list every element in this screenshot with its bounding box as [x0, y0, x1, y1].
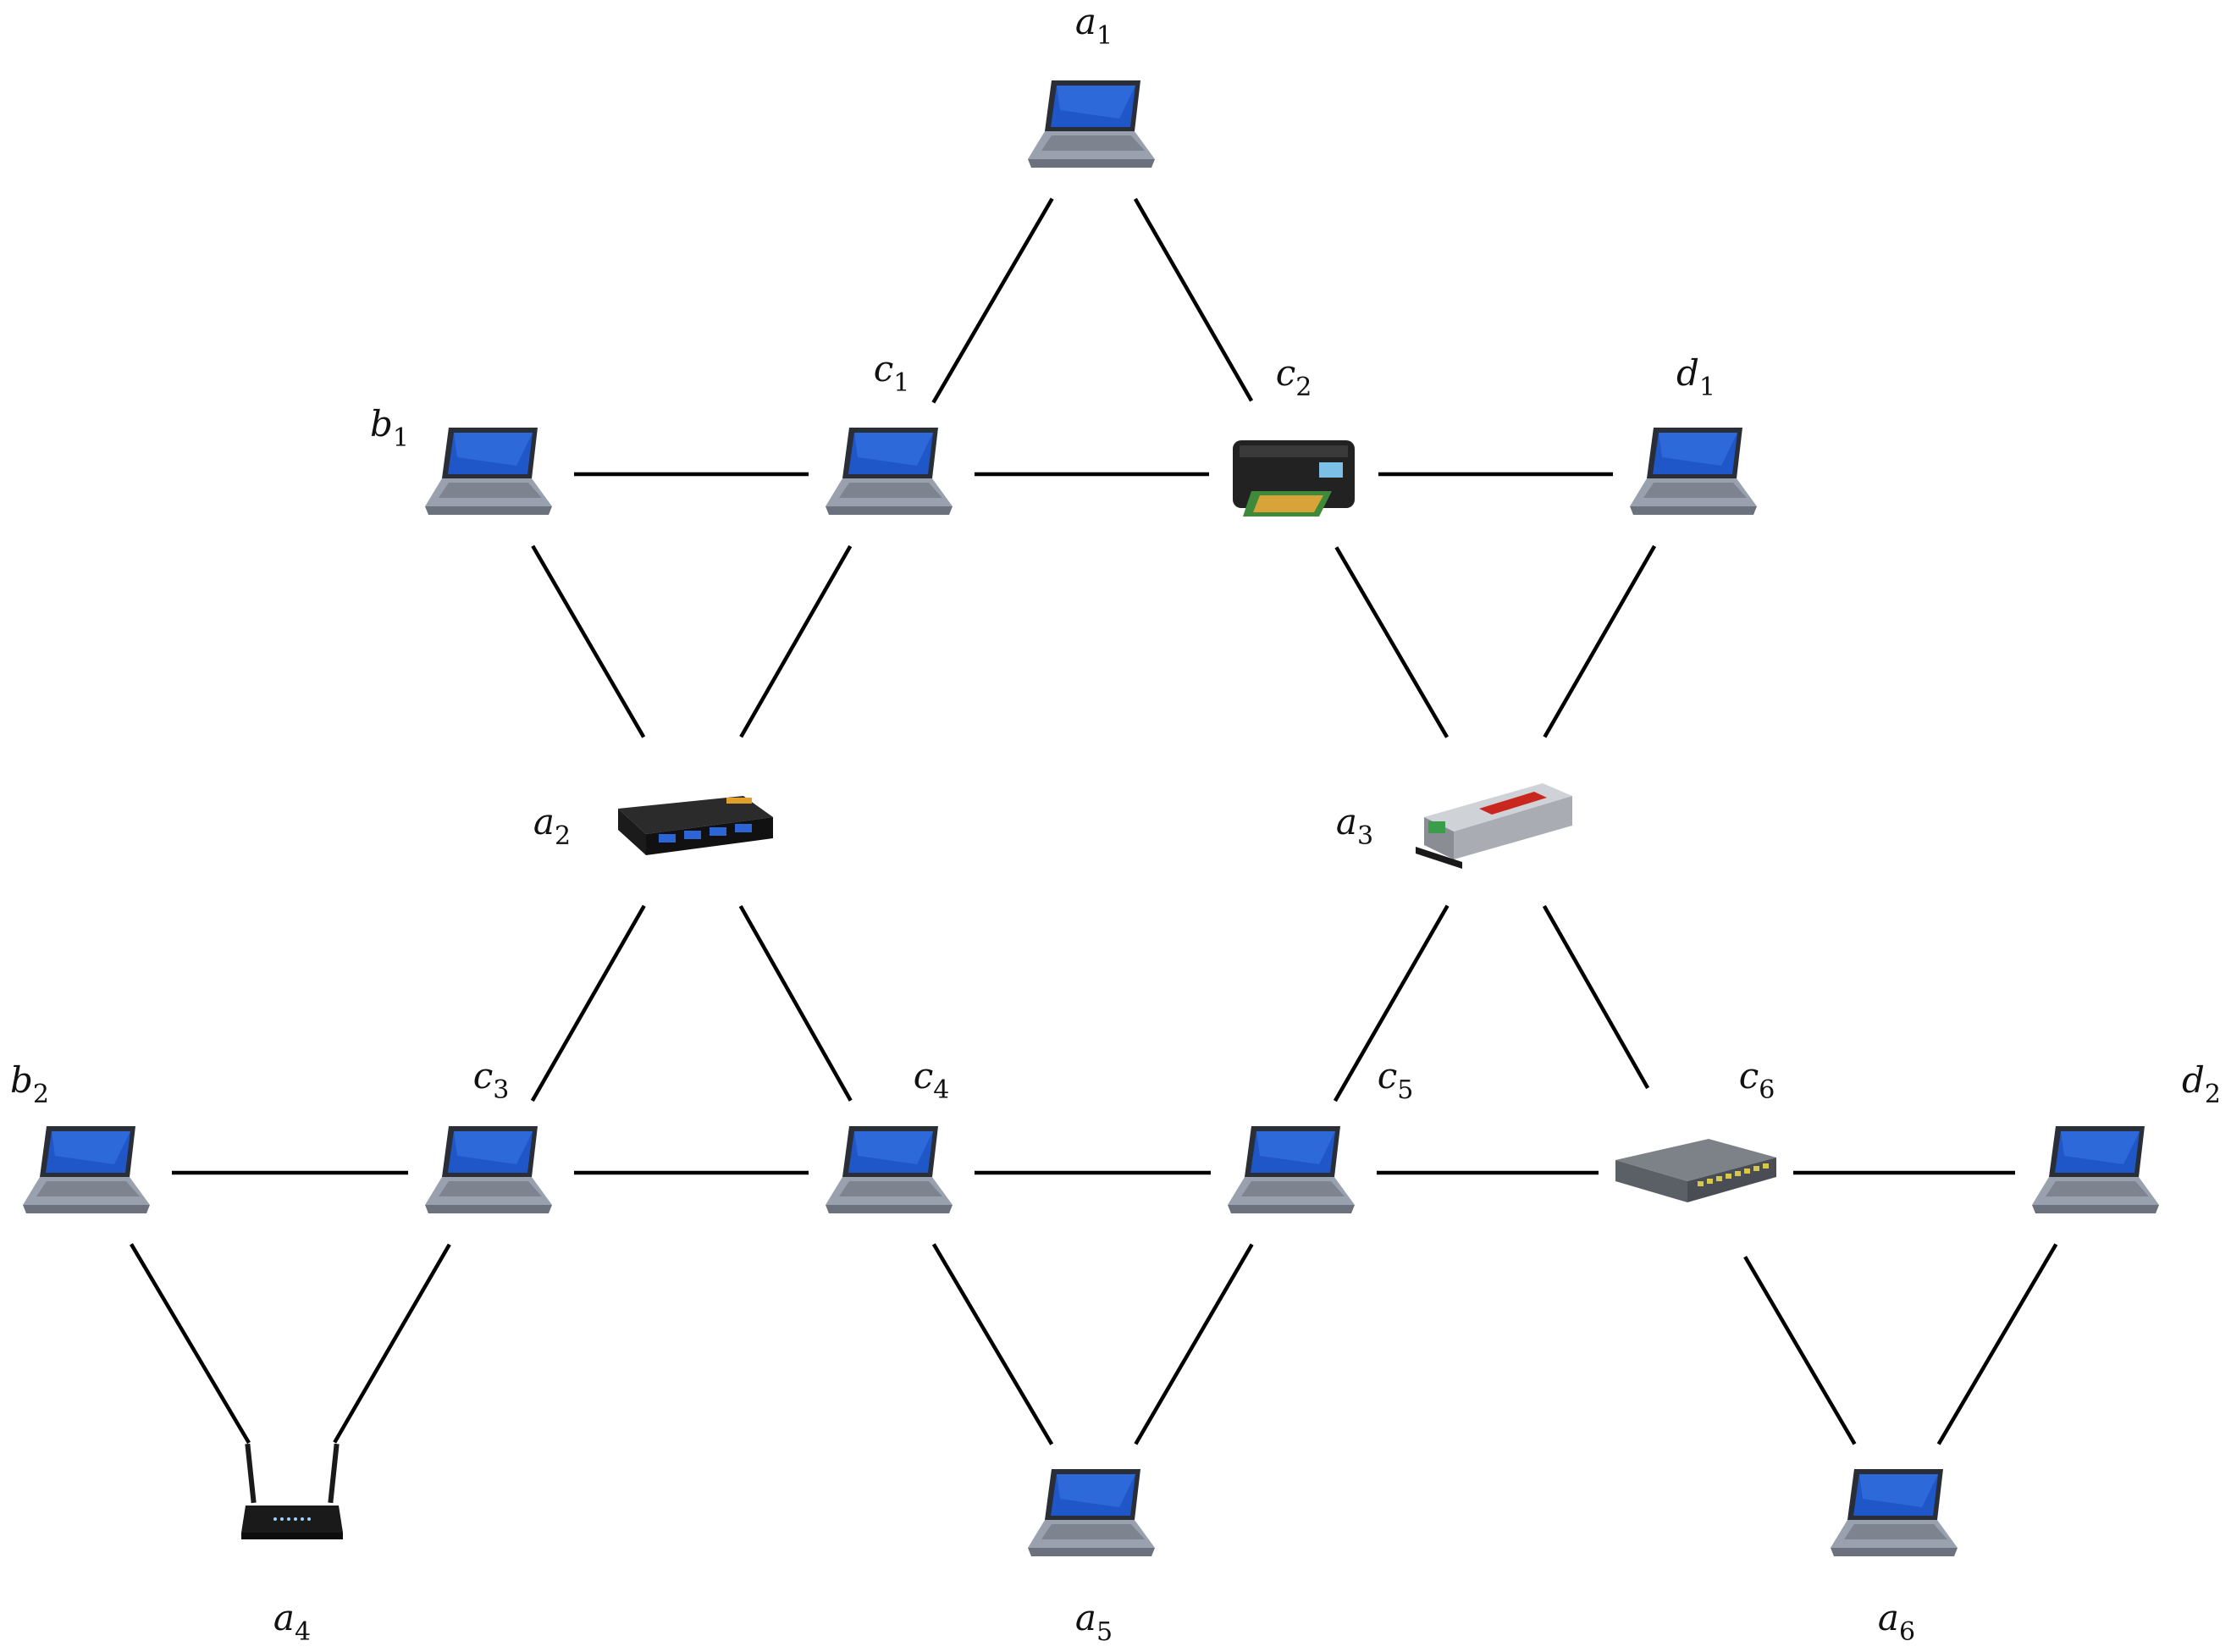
- node-label-subscript: 2: [1295, 373, 1312, 402]
- node-label-subscript: 4: [933, 1075, 949, 1105]
- node-label-subscript: 1: [393, 423, 409, 453]
- laptop-icon: [1831, 1469, 1958, 1556]
- edge-a2-c4: [738, 904, 853, 1102]
- node-label-subscript: 6: [1899, 1617, 1915, 1647]
- laptop-icon: [826, 1126, 953, 1213]
- node-label-subscript: 1: [1096, 21, 1113, 51]
- edge-a2-c3: [530, 904, 646, 1102]
- node-label-base: a: [1075, 1, 1096, 42]
- node-label-a5: a5: [1075, 1597, 1113, 1647]
- node-label-base: a: [273, 1597, 295, 1638]
- edge-c2-a3: [1334, 546, 1450, 738]
- node-label-c6: c6: [1739, 1055, 1775, 1105]
- laptop-icon: [826, 428, 953, 515]
- printer-icon: [1233, 440, 1355, 517]
- node-label-base: c: [1378, 1055, 1398, 1097]
- node-label-c2: c2: [1276, 352, 1312, 402]
- laptop-icon: [1228, 1126, 1355, 1213]
- node-label-b2: b2: [10, 1059, 49, 1109]
- laptop-icon: [1028, 1469, 1155, 1556]
- node-label-base: c: [874, 348, 894, 390]
- laptop-icon: [1028, 80, 1155, 168]
- edge-d1-a3: [1543, 544, 1657, 738]
- node-label-a3: a3: [1336, 801, 1373, 851]
- node-label-base: d: [1676, 352, 1699, 394]
- network-switch-icon: [1615, 1139, 1776, 1202]
- laptop-icon: [1630, 428, 1757, 515]
- node-label-a2: a2: [533, 801, 571, 851]
- node-label-b1: b1: [370, 403, 409, 453]
- node-label-c5: c5: [1378, 1055, 1414, 1105]
- node-label-c1: c1: [874, 348, 910, 398]
- node-label-subscript: 3: [493, 1075, 509, 1105]
- nodes-layer: [23, 80, 2159, 1556]
- node-label-base: d: [2182, 1059, 2205, 1101]
- edge-a1-c1: [931, 197, 1054, 404]
- edge-c6-a6: [1743, 1256, 1857, 1445]
- node-label-d1: d1: [1676, 352, 1715, 402]
- node-label-subscript: 6: [1759, 1075, 1775, 1105]
- edge-d2-a6: [1936, 1243, 2058, 1445]
- node-label-subscript: 5: [1096, 1617, 1113, 1647]
- node-label-base: c: [1276, 352, 1296, 394]
- edge-a3-c5: [1333, 904, 1450, 1102]
- edge-c4-a5: [931, 1243, 1054, 1445]
- edge-a3-c6: [1542, 904, 1650, 1090]
- node-label-base: a: [1878, 1597, 1899, 1638]
- node-label-base: a: [1075, 1597, 1096, 1638]
- node-label-c3: c3: [473, 1055, 510, 1105]
- laptop-icon: [2032, 1126, 2159, 1213]
- edge-c3-a4: [333, 1243, 451, 1444]
- node-label-base: b: [10, 1059, 33, 1101]
- node-label-base: c: [1739, 1055, 1759, 1097]
- node-label-subscript: 5: [1397, 1075, 1413, 1105]
- node-label-base: c: [473, 1055, 494, 1097]
- node-label-d2: d2: [2182, 1059, 2221, 1109]
- serial-converter-icon: [1416, 783, 1572, 869]
- usb-hub-icon: [618, 796, 773, 855]
- node-label-c4: c4: [914, 1055, 950, 1105]
- edge-c1-a2: [739, 544, 853, 738]
- node-label-subscript: 2: [555, 821, 571, 851]
- node-label-a1: a1: [1075, 1, 1113, 51]
- node-label-subscript: 1: [893, 368, 909, 398]
- node-label-subscript: 2: [2205, 1080, 2221, 1109]
- edge-c5-a5: [1134, 1243, 1254, 1445]
- edges-layer: [130, 197, 2058, 1445]
- wifi-router-icon: [241, 1443, 343, 1539]
- edge-b1-a2: [531, 544, 646, 738]
- node-label-subscript: 3: [1357, 821, 1373, 851]
- node-label-subscript: 4: [295, 1617, 311, 1647]
- node-label-base: b: [370, 403, 393, 445]
- node-label-subscript: 2: [33, 1080, 49, 1109]
- edge-a1-c2: [1133, 197, 1254, 402]
- node-label-a6: a6: [1878, 1597, 1915, 1647]
- node-label-a4: a4: [273, 1597, 311, 1647]
- node-label-subscript: 1: [1699, 373, 1715, 402]
- node-label-base: a: [1336, 801, 1357, 843]
- node-label-base: a: [533, 801, 555, 843]
- node-label-base: c: [914, 1055, 934, 1097]
- laptop-icon: [23, 1126, 150, 1213]
- edge-b2-a4: [130, 1243, 251, 1445]
- laptop-icon: [425, 428, 552, 515]
- laptop-icon: [425, 1126, 552, 1213]
